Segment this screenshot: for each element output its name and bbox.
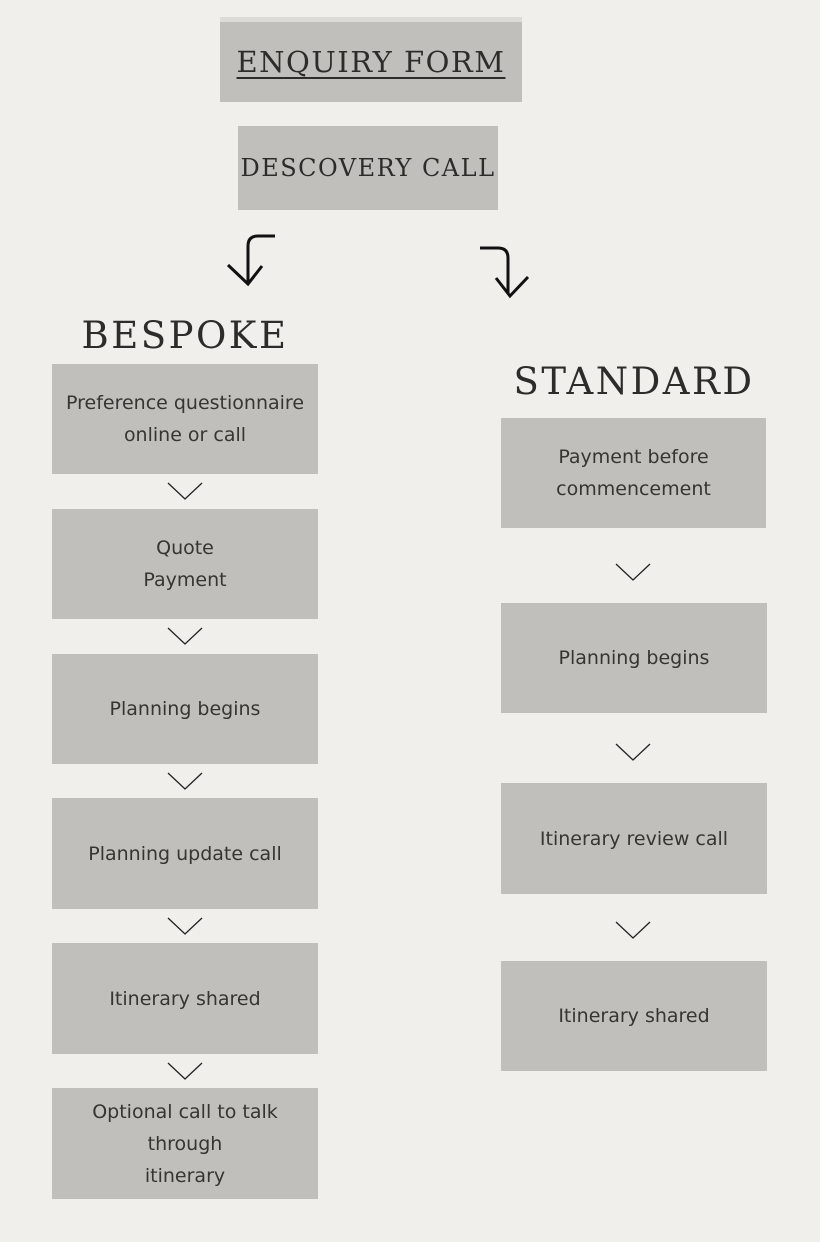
standard-step-label: Itinerary shared xyxy=(558,1005,710,1027)
chevron-down-icon xyxy=(615,743,651,761)
bespoke-step-label: Itinerary shared xyxy=(109,987,261,1010)
enquiry-form-box: Enquiry Form xyxy=(220,17,522,102)
bespoke-step-box: Planning update call xyxy=(52,798,318,909)
discovery-call-box: Descovery Call xyxy=(238,126,498,210)
standard-step-box: Itinerary shared xyxy=(501,961,767,1071)
chevron-down-icon xyxy=(615,563,651,581)
bespoke-step-label: Preference questionnaire online or call xyxy=(65,392,305,446)
bespoke-step-box: Preference questionnaire online or call xyxy=(52,364,318,474)
bespoke-step-label: Optional call to talk through itinerary xyxy=(92,1100,278,1187)
standard-step-label: Itinerary review call xyxy=(539,827,729,850)
standard-step-box: Planning begins xyxy=(501,603,767,713)
bespoke-step-label: Quote Payment xyxy=(143,537,227,591)
standard-step-box: Itinerary review call xyxy=(501,783,767,894)
bespoke-step-label: Planning begins xyxy=(109,698,261,720)
standard-step-label: Payment before commencement xyxy=(556,446,711,500)
bespoke-step-box: Planning begins xyxy=(52,654,318,764)
enquiry-form-label: Enquiry Form xyxy=(236,45,506,79)
standard-title: STANDARD xyxy=(513,360,755,403)
chevron-down-icon xyxy=(167,772,203,790)
branch-right-arrow-icon xyxy=(480,246,530,299)
chevron-down-icon xyxy=(615,921,651,939)
discovery-call-label: Descovery Call xyxy=(240,154,496,182)
bespoke-step-label: Planning update call xyxy=(88,842,282,865)
chevron-down-icon xyxy=(167,917,203,935)
bespoke-step-box: Optional call to talk through itinerary xyxy=(52,1088,318,1199)
standard-step-label: Planning begins xyxy=(558,647,710,669)
chevron-down-icon xyxy=(167,1062,203,1080)
bespoke-title: BESPOKE xyxy=(81,314,289,357)
standard-step-box: Payment before commencement xyxy=(501,418,766,528)
chevron-down-icon xyxy=(167,482,203,500)
chevron-down-icon xyxy=(167,627,203,645)
branch-left-arrow-icon xyxy=(226,234,275,287)
bespoke-step-box: Quote Payment xyxy=(52,509,318,619)
bespoke-step-box: Itinerary shared xyxy=(52,943,318,1054)
